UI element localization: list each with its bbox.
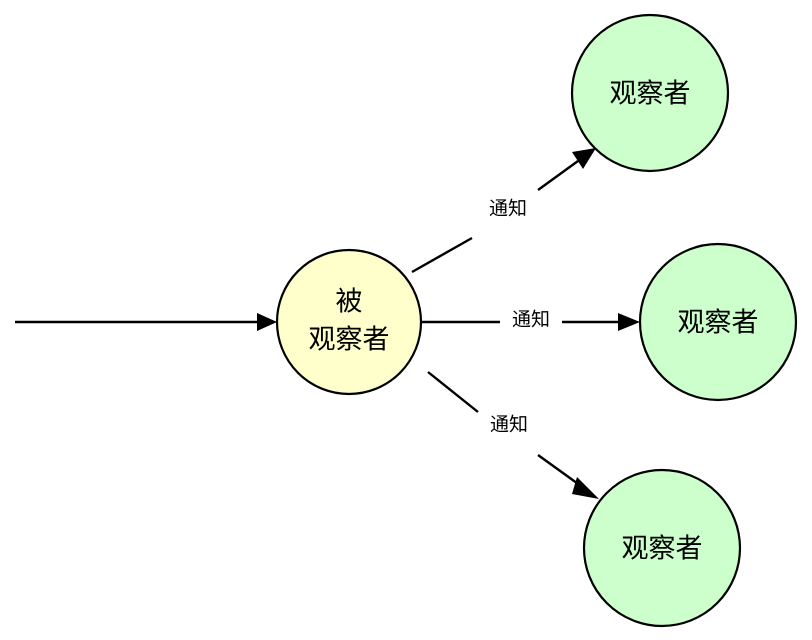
node-observer-top-label: 观察者 [610,79,691,110]
edge-notify-bottom[interactable]: 通知 [427,371,599,499]
node-subject-label-line1: 被 [336,287,363,318]
edge-notify-top-segment-1 [411,236,473,274]
edge-notify-middle-arrowhead [618,313,640,331]
node-observer-bottom-label: 观察者 [622,534,703,565]
node-observer-middle[interactable]: 观察者 [638,242,798,402]
node-subject[interactable]: 被 观察者 [275,248,423,396]
node-observer-middle-label: 观察者 [678,308,759,339]
edge-notify-bottom-segment-1 [427,371,479,413]
edge-notify-top-label: 通知 [489,198,527,220]
edge-notify-top-segment-2 [537,160,579,191]
edge-input[interactable] [15,313,277,331]
node-subject-label-line2: 观察者 [309,325,390,356]
node-observer-middle-circle [638,242,798,402]
edge-notify-middle-label: 通知 [512,309,550,331]
edge-notify-bottom-arrowhead [572,477,599,499]
node-observer-bottom-circle [582,468,742,628]
edge-input-arrowhead [257,313,277,331]
edge-notify-bottom-label: 通知 [490,414,528,436]
node-subject-circle [275,248,423,396]
node-observer-top[interactable]: 观察者 [570,13,730,173]
edge-notify-top[interactable]: 通知 [411,148,596,274]
node-observer-bottom[interactable]: 观察者 [582,468,742,628]
edge-notify-bottom-segment-2 [537,454,582,487]
edge-notify-middle[interactable]: 通知 [421,309,640,332]
node-observer-top-circle [570,13,730,173]
edge-notify-top-arrowhead [572,148,596,169]
